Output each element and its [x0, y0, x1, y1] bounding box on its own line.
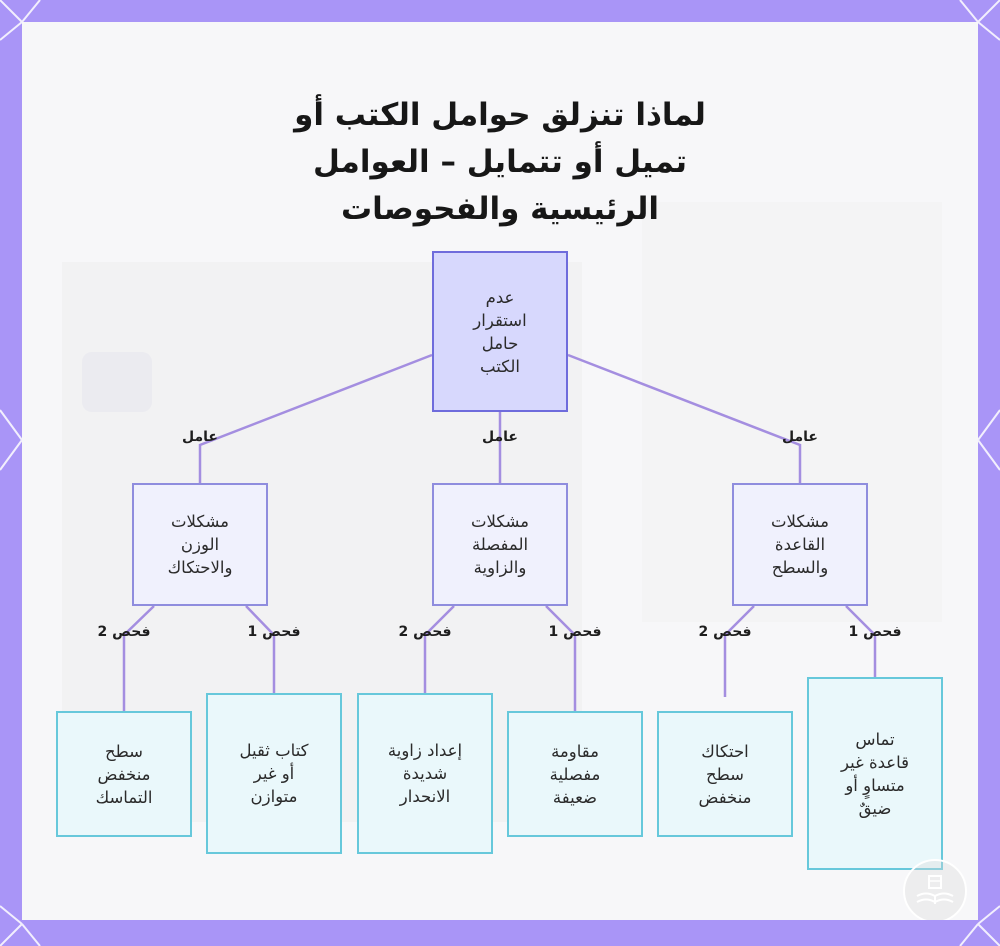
edge-factor-left-check-1 [122, 605, 155, 711]
node-check-low-grip-surface: سطح منخفض التماسك [56, 711, 192, 837]
edge-label-check-5: فحص 2 [698, 624, 752, 640]
node-check-weak-hinge: مقاومة مفصلية ضعيفة [507, 711, 643, 837]
node-root: عدم استقرار حامل الكتب [432, 251, 568, 412]
edge-root-factor-left [198, 353, 433, 483]
node-factor-base-surface: مشكلات القاعدة والسطح [732, 483, 868, 606]
edge-label-check-4: فحص 1 [548, 624, 602, 640]
book-logo-icon [903, 859, 967, 920]
edge-factor-mid-check-3 [423, 605, 455, 693]
node-factor-weight-friction: مشكلات الوزن والاحتكاك [132, 483, 268, 606]
edge-factor-mid-check-4 [545, 605, 577, 711]
edge-label-check-6: فحص 1 [848, 624, 902, 640]
edge-factor-left-check-2 [245, 605, 276, 693]
edge-factor-right-check-5 [723, 605, 755, 697]
node-check-heavy-book: كتاب ثقيل أو غير متوازن [206, 693, 342, 854]
edge-label-check-1: فحص 2 [97, 624, 151, 640]
edge-root-factor-right [567, 353, 802, 483]
node-check-uneven-base: تماس قاعدة غير متساوٍ أو ضيقٌ [807, 677, 943, 870]
node-check-steep-angle: إعداد زاوية شديدة الانحدار [357, 693, 493, 854]
connectors [122, 353, 877, 711]
edge-factor-right-check-6 [845, 605, 877, 677]
edge-label-factor-mid: عامل [482, 429, 518, 445]
edge-label-factor-right: عامل [782, 429, 818, 445]
node-factor-hinge-angle: مشكلات المفصلة والزاوية [432, 483, 568, 606]
diagram-title: لماذا تنزلق حوامل الكتب أو تميل أو تتماي… [294, 97, 706, 227]
edge-label-check-3: فحص 2 [398, 624, 452, 640]
edge-label-factor-left: عامل [182, 429, 218, 445]
diagram-panel: لماذا تنزلق حوامل الكتب أو تميل أو تتماي… [22, 22, 978, 920]
edge-label-check-2: فحص 1 [247, 624, 301, 640]
node-check-low-friction: احتكاك سطح منخفض [657, 711, 793, 837]
